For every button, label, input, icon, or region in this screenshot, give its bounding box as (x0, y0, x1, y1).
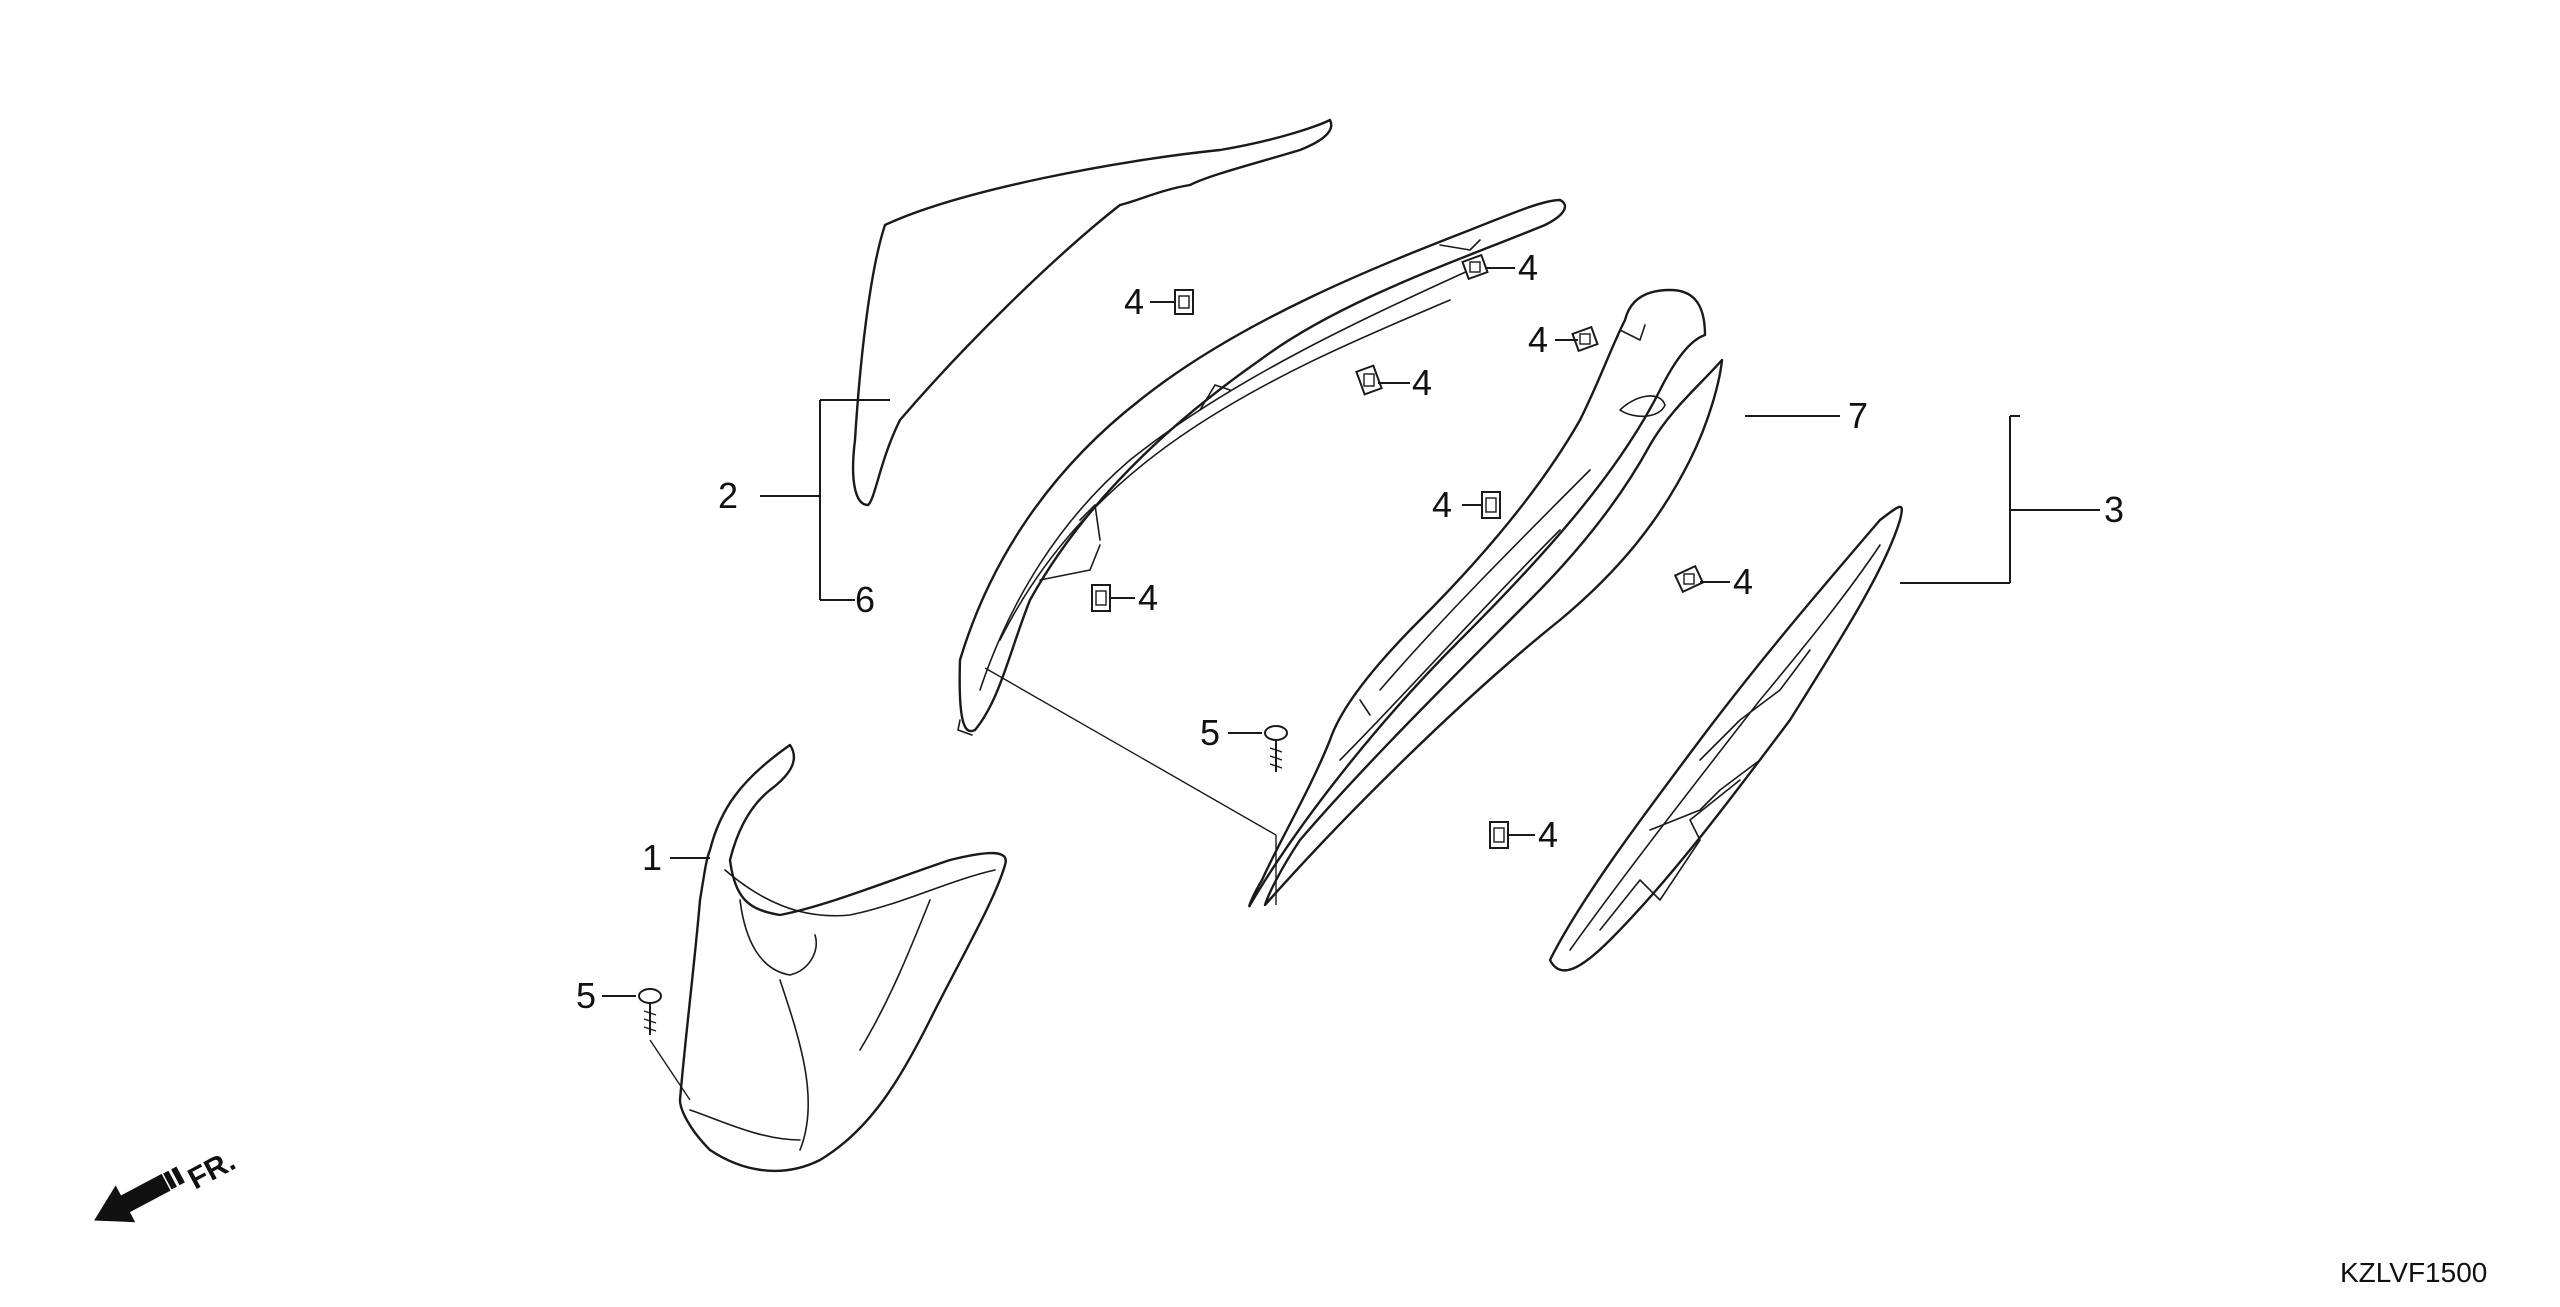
part-2-rail-stripe[interactable] (851, 118, 1333, 507)
callout-2: 2 (718, 475, 738, 516)
clip-4-f[interactable] (1091, 584, 1111, 612)
bracket-7-3 (1745, 415, 2100, 584)
callout-4-b: 4 (1518, 247, 1538, 288)
callout-4-e: 4 (1432, 484, 1452, 525)
clip-4-c[interactable] (1355, 364, 1383, 396)
leader-6-to-screw (984, 667, 1277, 836)
clip-4-b[interactable] (1461, 253, 1489, 281)
callout-3: 3 (2104, 489, 2124, 530)
part-3-floor-panel[interactable] (1548, 505, 1903, 972)
clip-4-h[interactable] (1489, 821, 1509, 849)
clip-4-d[interactable] (1571, 325, 1599, 353)
clip-4-e[interactable] (1481, 491, 1501, 519)
screw-5-upper[interactable] (1264, 725, 1288, 772)
callout-4-f: 4 (1138, 577, 1158, 618)
clip-4-a[interactable] (1174, 289, 1194, 315)
callout-4-h: 4 (1538, 814, 1558, 855)
callout-6: 6 (855, 579, 875, 620)
callout-4-a: 4 (1124, 281, 1144, 322)
diagram-code: KZLVF1500 (2340, 1257, 2487, 1288)
callout-7: 7 (1848, 395, 1868, 436)
callout-5-a: 5 (1200, 712, 1220, 753)
callout-4-d: 4 (1528, 319, 1548, 360)
callout-5-b: 5 (576, 975, 596, 1016)
part-6-side-rail[interactable] (957, 198, 1567, 736)
part-7-side-cover[interactable] (1248, 288, 1724, 908)
front-arrow-icon (94, 1166, 185, 1223)
callout-4-c: 4 (1412, 362, 1432, 403)
leader-lower-screw (649, 1039, 691, 1101)
part-1-inner-cover[interactable] (678, 743, 1007, 1173)
bracket-2-6 (760, 399, 890, 601)
callout-4-g: 4 (1733, 561, 1753, 602)
front-direction-label: FR. (183, 1144, 241, 1196)
clip-4-g[interactable] (1673, 564, 1705, 594)
screw-5-lower[interactable] (638, 988, 662, 1035)
callout-1: 1 (642, 837, 662, 878)
